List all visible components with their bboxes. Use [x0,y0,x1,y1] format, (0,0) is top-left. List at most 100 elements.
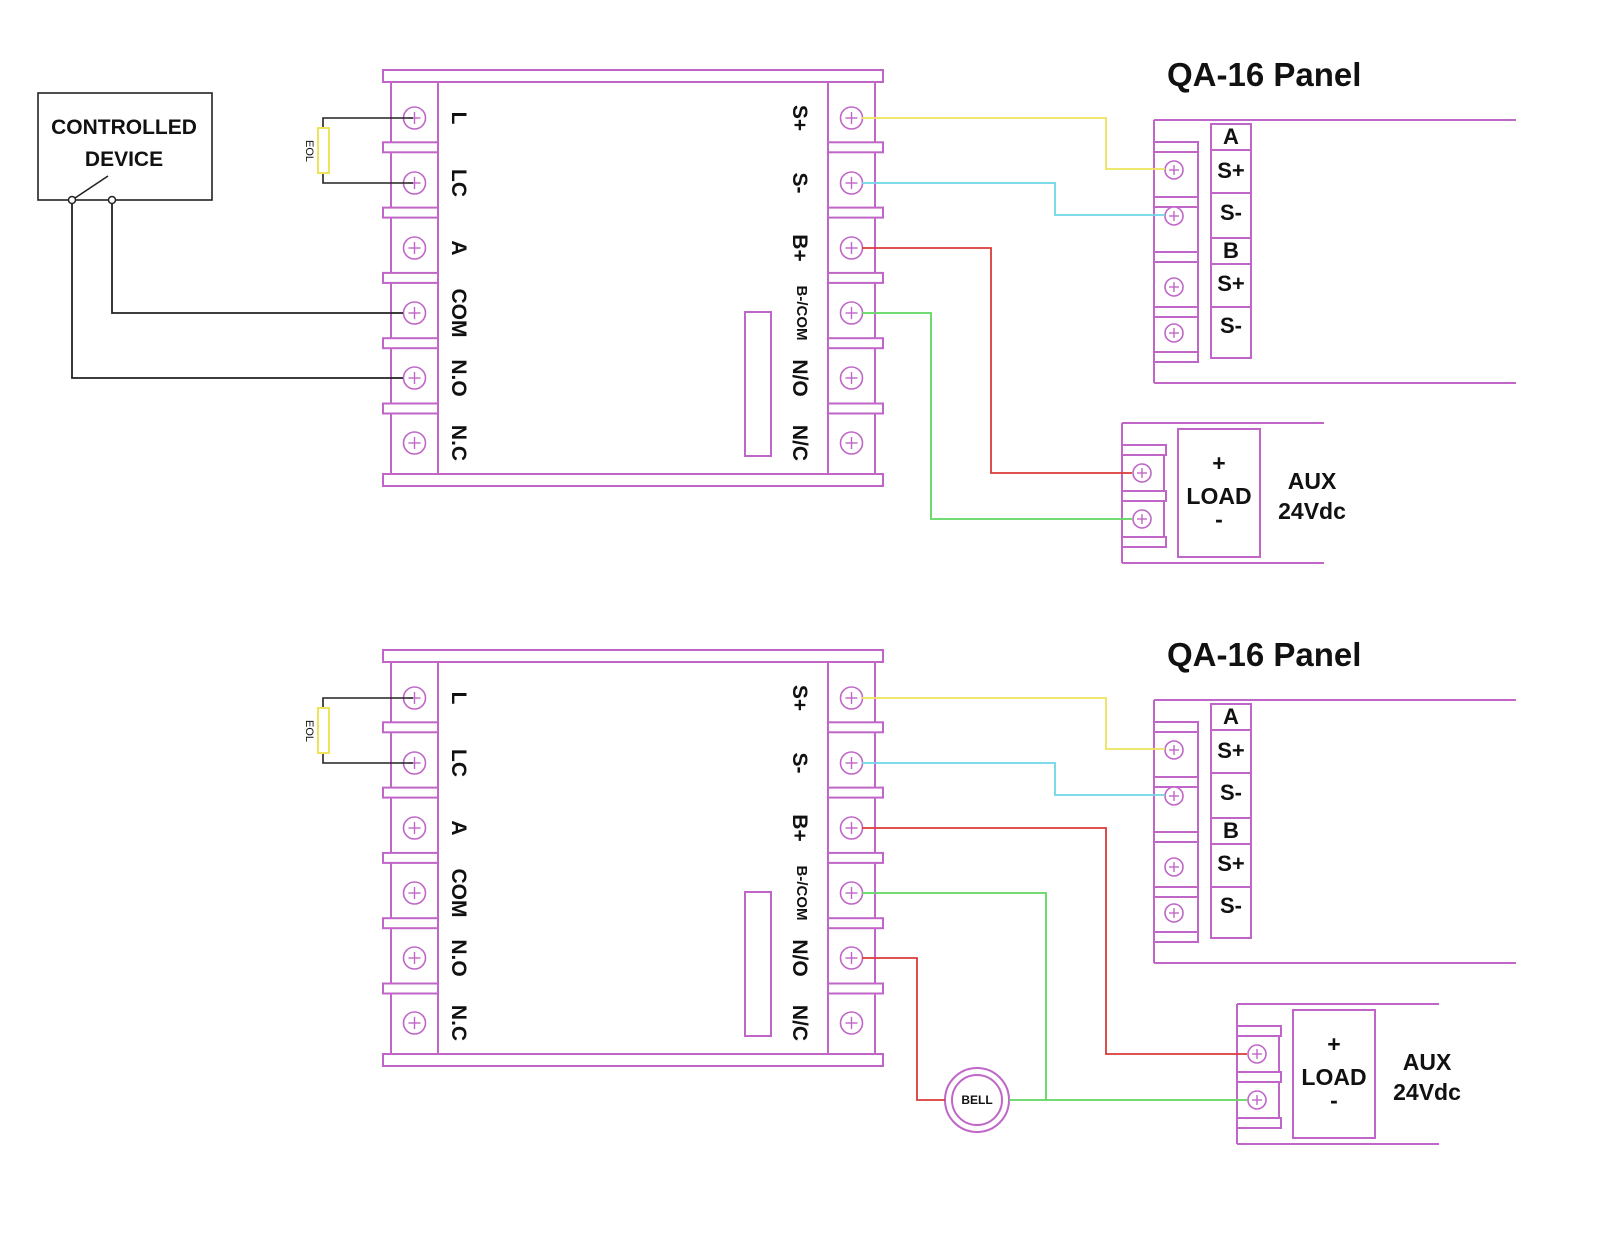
terminal-divider [827,337,884,350]
module-terminal-label: N.C [447,1005,470,1041]
aux-screw-icon [1132,509,1152,529]
aux-connector-tab [1121,536,1167,548]
terminal-screw-icon [402,816,427,840]
terminal-divider [382,786,439,799]
terminal-screw-icon [402,301,427,325]
module-terminal-label: N/C [788,425,811,461]
bell: BELL [944,1067,1010,1133]
panel-screw-icon [1164,857,1184,877]
module-terminal-label: N.O [447,359,470,396]
terminal-screw-icon [839,946,864,970]
terminal-divider [827,141,884,154]
panel-screw-icon [1164,323,1184,343]
panel-terminal-label: A [1223,704,1239,729]
panel-connector-tab [1153,931,1199,943]
aux-load-minus-label: - [1215,506,1223,532]
panel-connector-tab [1153,721,1199,733]
module-bottom-rail [382,1053,884,1067]
panel-terminal-label: S+ [1217,158,1245,183]
terminal-screw-icon [839,431,864,455]
module-terminal-label: B+ [788,234,811,261]
module-terminal-label: N/C [788,1005,811,1041]
panel-terminal-label: S+ [1217,271,1245,296]
panel-connector-tab [1153,831,1199,843]
panel-screw-icon [1164,740,1184,760]
terminal-divider [382,141,439,154]
terminal-divider [382,206,439,219]
panel-connector-tab [1153,306,1199,318]
aux-voltage-label: 24Vdc [1393,1079,1461,1105]
aux-load-label: LOAD [1186,483,1251,509]
module-board [390,81,876,475]
wire-s-plus [862,117,1165,170]
terminal-divider [827,721,884,734]
aux-load-label: LOAD [1301,1064,1366,1090]
aux-connector-tab [1121,444,1167,456]
module-terminal-label: L [447,112,470,125]
terminal-divider [382,337,439,350]
aux-connector-tab [1236,1025,1282,1037]
aux-voltage-label: 24Vdc [1278,498,1346,524]
terminal-screw-icon [402,686,427,710]
module-terminal-label: B-/COM [793,866,810,921]
panel-terminal-label: S- [1220,313,1242,338]
panel-title: QA-16 Panel [1167,56,1361,93]
terminal-screw-icon [402,946,427,970]
terminal-screw-icon [839,881,864,905]
eol-label: EOL [303,720,315,742]
wire-b-minus [862,892,1247,1101]
module-component [744,311,772,457]
module-top-rail [382,649,884,663]
panel-connector-tab [1153,141,1199,153]
terminal-screw-icon [402,236,427,260]
terminal-divider [382,917,439,930]
panel-connector-tab [1153,776,1199,788]
aux-supply: + LOAD- AUX 24Vdc [1121,422,1346,564]
aux-load-minus-label: - [1330,1087,1338,1113]
terminal-divider [382,271,439,284]
aux-load-box [1177,428,1261,558]
module-terminal-label: B-/COM [793,286,810,341]
terminal-screw-icon [839,816,864,840]
panel-terminal-label: B [1223,818,1239,843]
terminal-screw-icon [402,366,427,390]
module-terminal-label: S+ [788,685,811,711]
terminal-screw-icon [402,431,427,455]
terminal-divider [827,271,884,284]
aux-load-box [1292,1009,1376,1139]
module-terminal-label: COM [447,289,470,338]
terminal-screw-icon [839,686,864,710]
aux-connector-tab [1121,490,1167,502]
aux-screw-icon [1247,1044,1267,1064]
panel-screw-icon [1164,903,1184,923]
wire-b-plus [862,247,1132,474]
wire-s-minus [862,182,1165,216]
device-switch-contact [71,175,109,201]
panel-connector-tab [1153,251,1199,263]
aux-connector-tab [1236,1071,1282,1083]
aux-load-plus-label: + [1212,450,1225,476]
panel-connector-tab [1153,196,1199,208]
module-terminal-label: N.O [447,939,470,976]
terminal-divider [827,786,884,799]
wire-no-bell [862,957,945,1101]
eol-label: EOL [303,140,315,162]
module-terminal-label: LC [447,169,470,197]
panel-terminal-label: S+ [1217,851,1245,876]
module-terminal-label: N.C [447,425,470,461]
terminal-screw-icon [839,236,864,260]
terminal-divider [382,851,439,864]
wire-s-plus [862,697,1165,750]
terminal-screw-icon [839,301,864,325]
controlled-device-label: DEVICE [85,148,163,171]
aux-label: AUX [1288,468,1337,494]
device-contact-node [107,195,117,205]
terminal-divider [382,721,439,734]
module-terminal-label: LC [447,749,470,777]
